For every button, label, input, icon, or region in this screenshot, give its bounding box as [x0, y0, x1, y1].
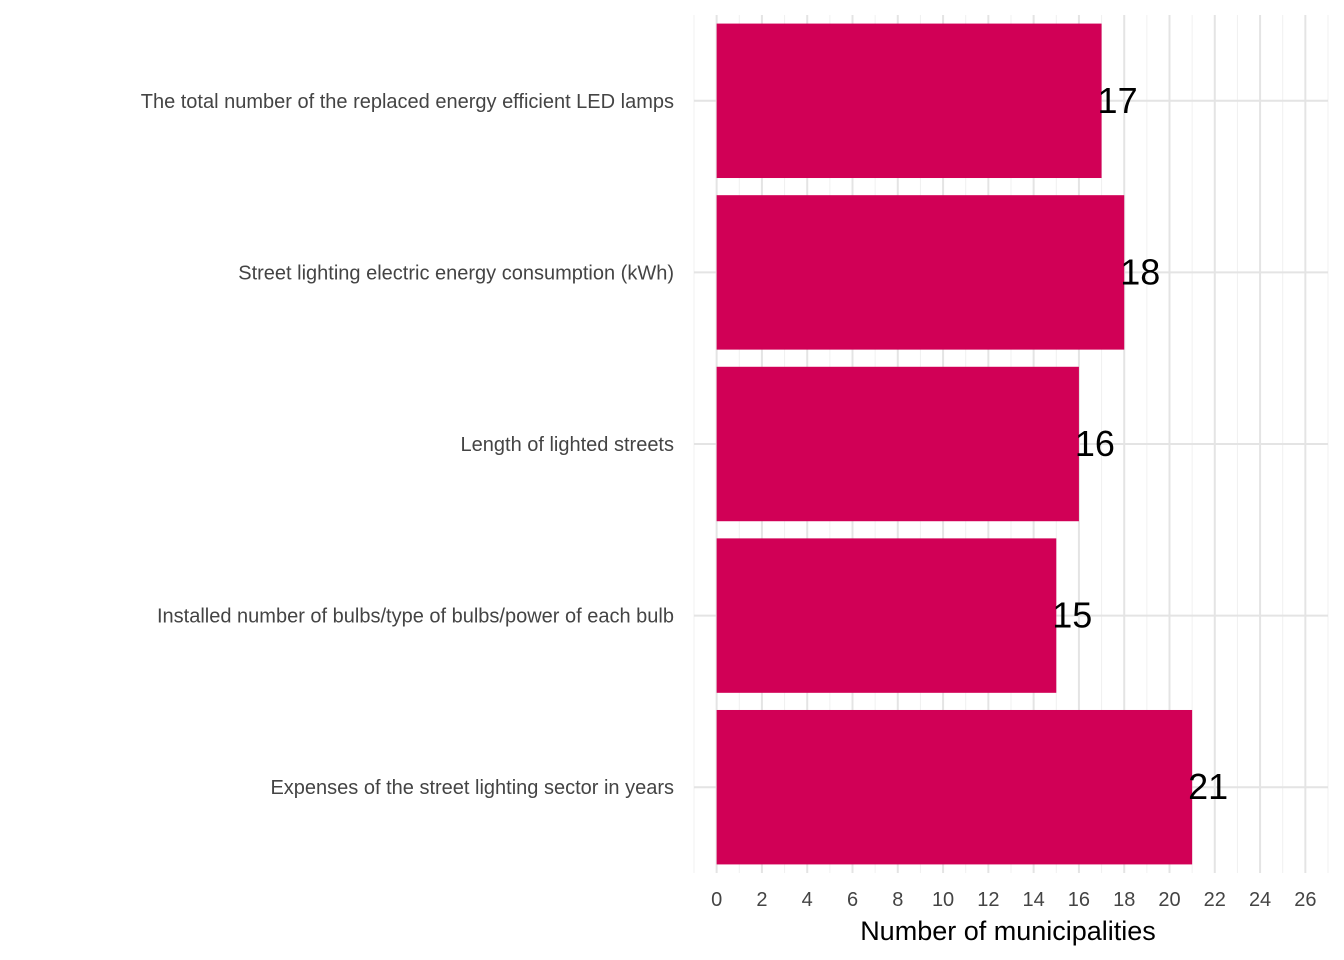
x-tick-label: 10: [932, 889, 954, 911]
data-label: 15: [1052, 595, 1092, 636]
x-tick-label: 2: [756, 889, 767, 911]
x-tick-label: 8: [892, 889, 903, 911]
x-tick-label: 4: [802, 889, 813, 911]
x-tick-label: 6: [847, 889, 858, 911]
x-tick-label: 12: [977, 889, 999, 911]
x-tick-label: 18: [1113, 889, 1135, 911]
bar: [716, 195, 1125, 350]
data-label: 21: [1188, 766, 1228, 807]
data-label: 18: [1120, 251, 1160, 292]
x-tick-label: 0: [711, 889, 722, 911]
bar: [716, 366, 1079, 522]
x-tick-label: 20: [1158, 889, 1180, 911]
bars: [716, 23, 1193, 865]
x-tick-label: 22: [1204, 889, 1226, 911]
x-tick-label: 14: [1023, 889, 1045, 911]
data-label: 17: [1098, 80, 1138, 121]
x-tick-label: 16: [1068, 889, 1090, 911]
category-labels: The total number of the replaced energy …: [141, 91, 674, 799]
category-label: Street lighting electric energy consumpt…: [238, 262, 674, 284]
category-label: Length of lighted streets: [461, 434, 674, 456]
category-label: Expenses of the street lighting sector i…: [270, 777, 674, 799]
x-axis-title: Number of municipalities: [860, 916, 1156, 946]
category-label: The total number of the replaced energy …: [141, 91, 674, 113]
x-tick-label: 24: [1249, 889, 1271, 911]
bar: [716, 709, 1193, 865]
bar: [716, 538, 1057, 693]
value-labels: 17 18 16 15 21: [1052, 80, 1228, 807]
x-tick-label: 26: [1294, 889, 1316, 911]
data-label: 16: [1075, 423, 1115, 464]
category-label: Installed number of bulbs/type of bulbs/…: [157, 606, 674, 628]
bar: [716, 23, 1102, 179]
